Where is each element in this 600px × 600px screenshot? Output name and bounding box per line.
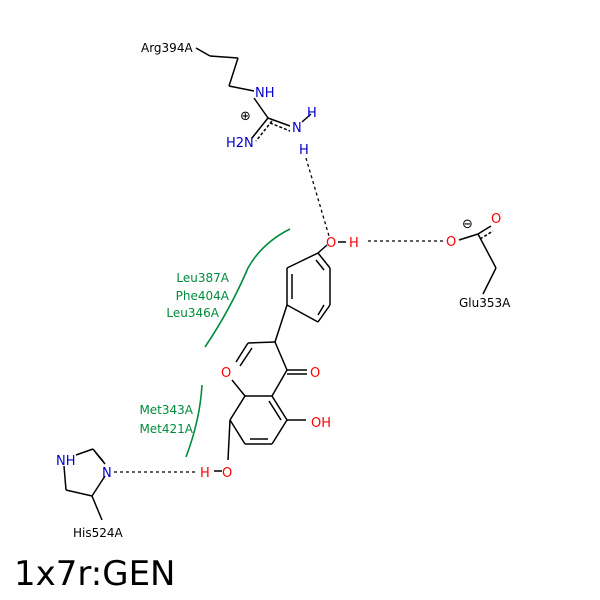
arg-h-atom-1: H [307,106,317,121]
hbond-arg-ligand [305,157,330,237]
his-n-atom: N [102,466,112,481]
plus-charge-icon: ⊕ [240,109,251,124]
minus-charge-icon: ⊖ [462,217,473,232]
his-nh-atom: NH [56,454,76,469]
arg-nh-atom: NH [255,86,275,101]
ligand-h-phenol: H [349,236,359,251]
hydrophobic-label-leu346: Leu346A [166,306,219,320]
ligand-oh-atom: OH [311,416,331,431]
hydrophobic-label-met421: Met421A [139,422,193,436]
hydrophobic-arc-1 [204,228,291,348]
glu-residue [458,225,497,295]
residue-label-glu: Glu353A [459,296,511,310]
page-title: 1x7r:GEN [14,554,175,594]
ligand-h-7: H [200,466,210,481]
hydrophobic-label-phe404: Phe404A [176,289,230,303]
hydrophobic-label-met343: Met343A [139,403,193,417]
ligand-o-7: O [222,466,232,481]
hydrophobic-label-leu387: Leu387A [176,271,229,285]
arg-h2n-atom: H2N [226,136,254,151]
his-residue [63,448,106,521]
ligand-o-ring: O [221,366,231,381]
ligand-o-carbonyl: O [310,366,320,381]
glu-o-atom-1: O [446,235,456,250]
ligand-structure [214,241,346,472]
arg-n-atom: N [292,121,302,136]
hydrophobic-arc-2 [185,384,203,458]
residue-label-his: His524A [73,526,124,540]
arg-residue [195,47,312,142]
residue-label-arg: Arg394A [141,41,193,55]
glu-o-atom-2: O [491,212,501,227]
arg-h-atom-2: H [299,143,309,158]
ligand-o-phenol: O [326,236,336,251]
